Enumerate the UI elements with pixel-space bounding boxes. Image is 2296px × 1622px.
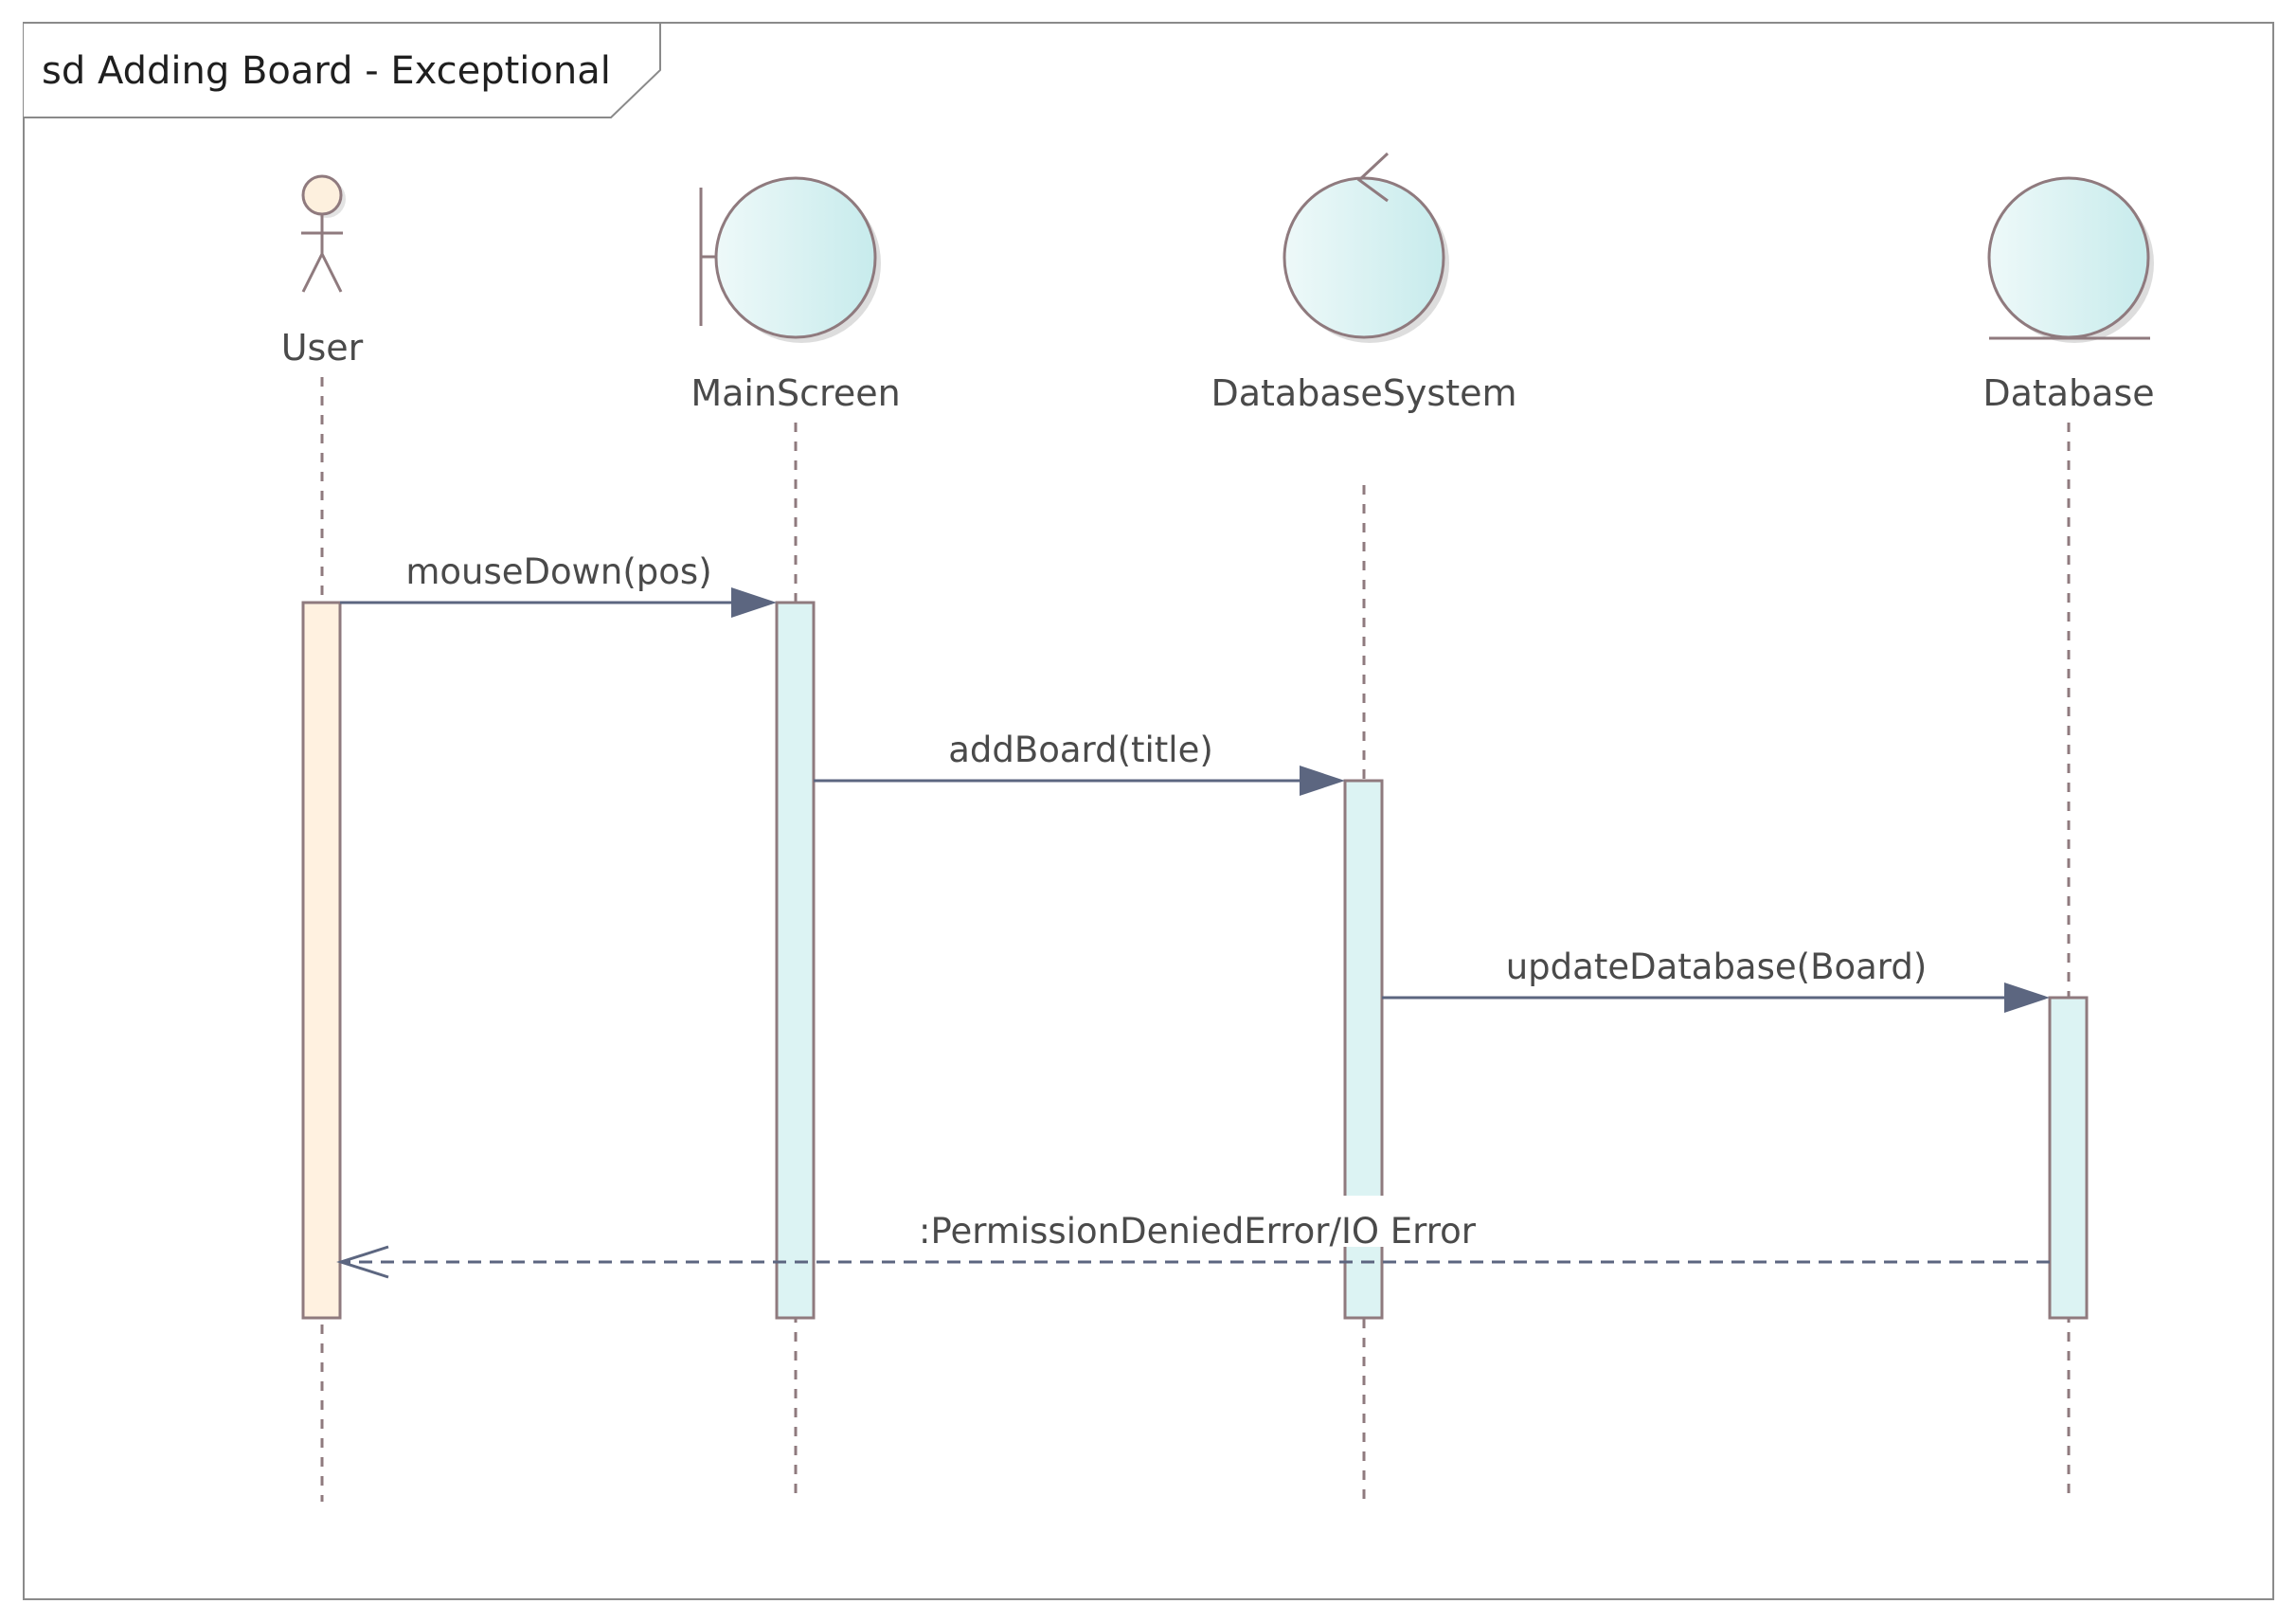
message-label-updatedatabase: updateDatabase(Board)	[1506, 946, 1928, 987]
lifeline-user-head[interactable]: User	[281, 174, 364, 369]
lifeline-label-user: User	[281, 327, 364, 369]
message-label-return-error: :PermissionDeniedError/IO Error	[919, 1211, 1477, 1252]
message-label-addboard: addBoard(title)	[948, 730, 1213, 770]
arrowhead-solid	[2004, 982, 2050, 1013]
message-label-backdrop	[1326, 1196, 1402, 1247]
boundary-icon	[699, 176, 881, 343]
message-addboard[interactable]: addBoard(title)	[814, 730, 1345, 796]
message-mousedown[interactable]: mouseDown(pos)	[340, 551, 777, 618]
lifeline-mainscreen-head[interactable]: MainScreen	[691, 176, 901, 414]
message-label-mousedown: mouseDown(pos)	[405, 551, 711, 592]
frame-title-tab	[24, 22, 661, 118]
arrowhead-open	[336, 1245, 389, 1279]
lifeline-label-mainscreen: MainScreen	[691, 372, 900, 414]
activation-bar-database	[2048, 996, 2089, 1320]
diagram-frame	[23, 22, 2274, 1600]
message-updatedatabase[interactable]: updateDatabase(Board)	[1382, 946, 2050, 1013]
arrowhead-solid	[1300, 766, 1345, 796]
arrowhead-solid	[731, 587, 777, 618]
activation-bar-mainscreen	[775, 601, 816, 1320]
entity-icon	[1987, 176, 2154, 343]
control-icon	[1283, 152, 1449, 343]
actor-icon	[301, 174, 346, 293]
frame-title: sd Adding Board - Exceptional	[42, 49, 611, 93]
lifeline-label-dbsystem: DatabaseSystem	[1211, 372, 1516, 414]
lifeline-label-database: Database	[1982, 372, 2154, 414]
lifeline-database-head[interactable]: Database	[1982, 176, 2155, 414]
lifeline-dbsystem-head[interactable]: DatabaseSystem	[1211, 152, 1517, 414]
message-return-error[interactable]: :PermissionDeniedError/IO Error	[336, 1196, 2050, 1279]
activation-bar-user	[301, 601, 342, 1320]
